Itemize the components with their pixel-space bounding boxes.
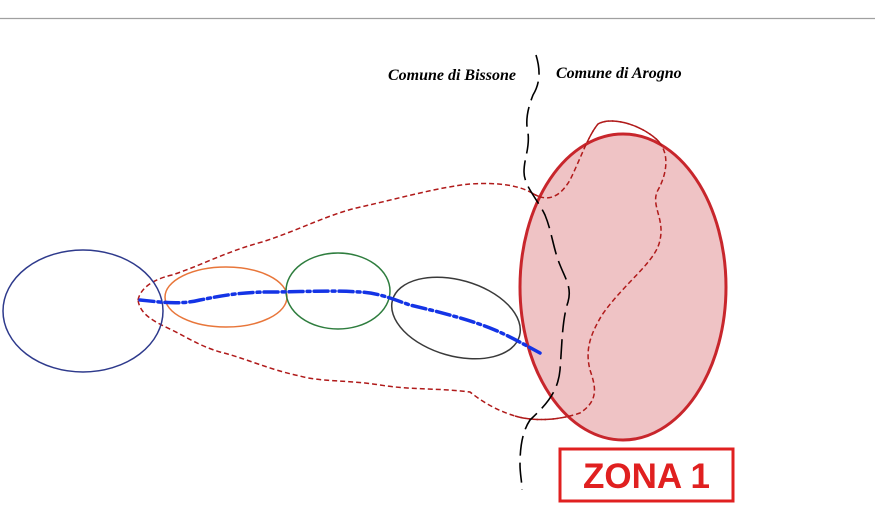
- large-blue-ellipse: [2, 249, 164, 373]
- zone-1-ellipse: [518, 132, 728, 442]
- zone-label-text: ZONA 1: [583, 457, 710, 496]
- municipal-boundary: [519, 54, 571, 491]
- stream-line: [138, 289, 542, 355]
- commune-left-label: Comune di Bissone: [388, 67, 516, 84]
- commune-right-label: Comune di Arogno: [556, 65, 682, 82]
- zone-dashed-outline-inner: [514, 120, 667, 421]
- zone-label-box: [558, 447, 735, 503]
